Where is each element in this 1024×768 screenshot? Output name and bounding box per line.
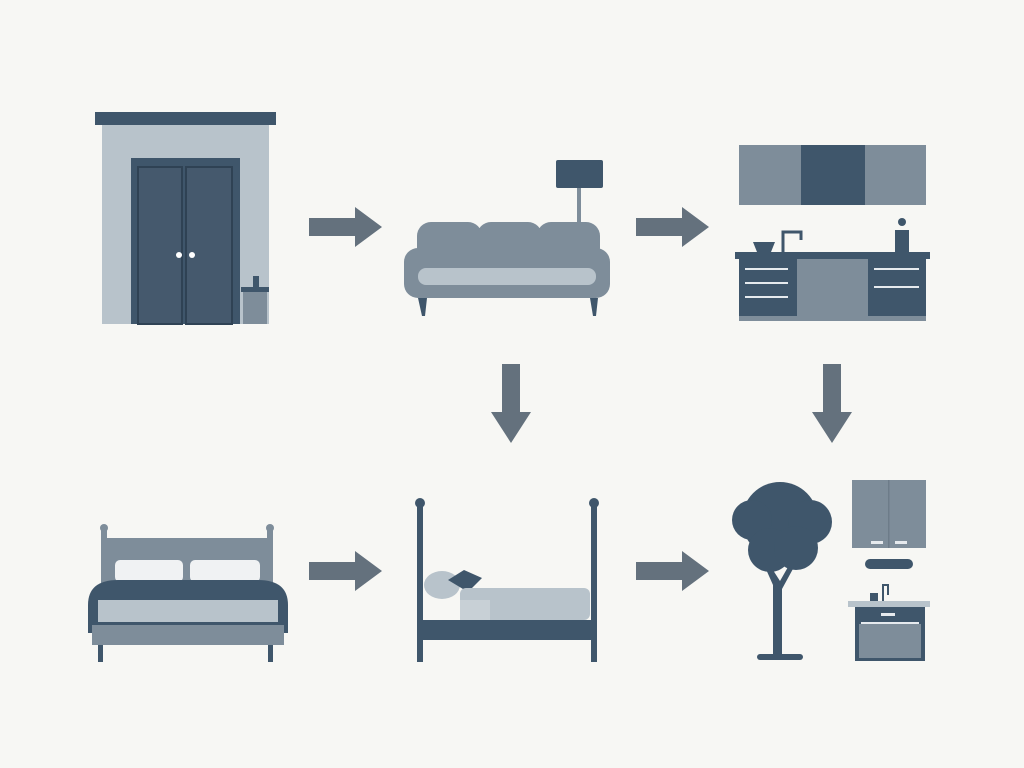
arrow-right-icon [309, 551, 382, 591]
four-poster-bed-icon [415, 498, 599, 662]
entrance-door-icon [95, 112, 276, 325]
arrow-down-icon [812, 364, 852, 443]
tree-and-vanity-icon [732, 480, 930, 661]
kitchen-icon [735, 145, 930, 321]
double-bed-icon [88, 524, 288, 662]
arrow-down-icon [491, 364, 531, 443]
arrow-right-icon [309, 207, 382, 247]
arrow-right-icon [636, 551, 709, 591]
sofa-icon [404, 160, 610, 316]
arrow-right-icon [636, 207, 709, 247]
